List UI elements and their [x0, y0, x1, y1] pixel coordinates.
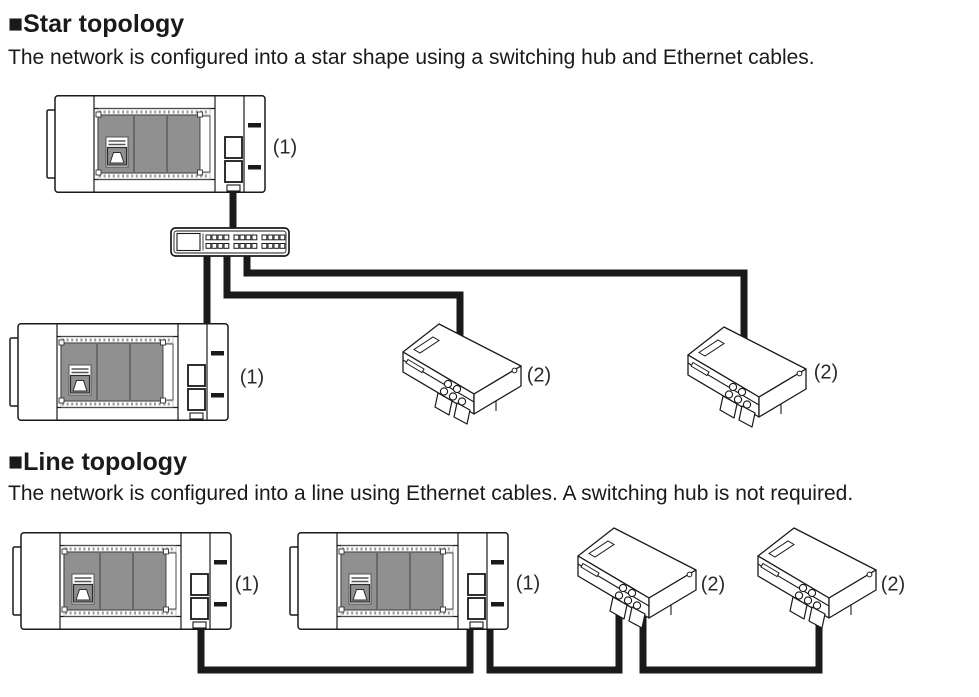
remote-module-center — [402, 323, 522, 425]
label-module-second: (2) — [881, 573, 905, 595]
label-plc-first: (1) — [235, 573, 259, 595]
label-plc-top: (1) — [273, 136, 297, 158]
cable-plc2-to-module1 — [486, 612, 623, 674]
line-topology-description: The network is configured into a line us… — [8, 482, 854, 505]
label-module-center: (2) — [527, 364, 551, 386]
cable-hub-to-module-right — [243, 253, 748, 353]
label-module-right: (2) — [814, 361, 838, 383]
plc-first — [11, 531, 233, 631]
remote-module-first — [577, 527, 697, 629]
cable-hub-to-module-center — [223, 253, 464, 353]
line-topology-heading: ■Line topology — [8, 448, 187, 476]
star-topology-description: The network is configured into a star sh… — [8, 46, 815, 69]
cable-module1-to-module2 — [639, 616, 823, 674]
remote-module-right — [687, 326, 807, 428]
star-topology-heading: ■Star topology — [8, 10, 185, 38]
label-plc-bottom: (1) — [240, 366, 264, 388]
label-module-first: (2) — [701, 573, 725, 595]
line-topology-diagram: (1) (1) (2) (2) — [11, 527, 905, 674]
plc-second — [288, 531, 510, 631]
switching-hub — [170, 227, 290, 257]
label-plc-second: (1) — [516, 572, 540, 594]
remote-module-second — [757, 527, 877, 629]
plc-top — [45, 94, 267, 194]
star-topology-diagram: (1) (1) (2) (2) — [8, 94, 838, 428]
cable-plc1-to-plc2 — [197, 620, 474, 674]
plc-bottom — [8, 322, 230, 422]
